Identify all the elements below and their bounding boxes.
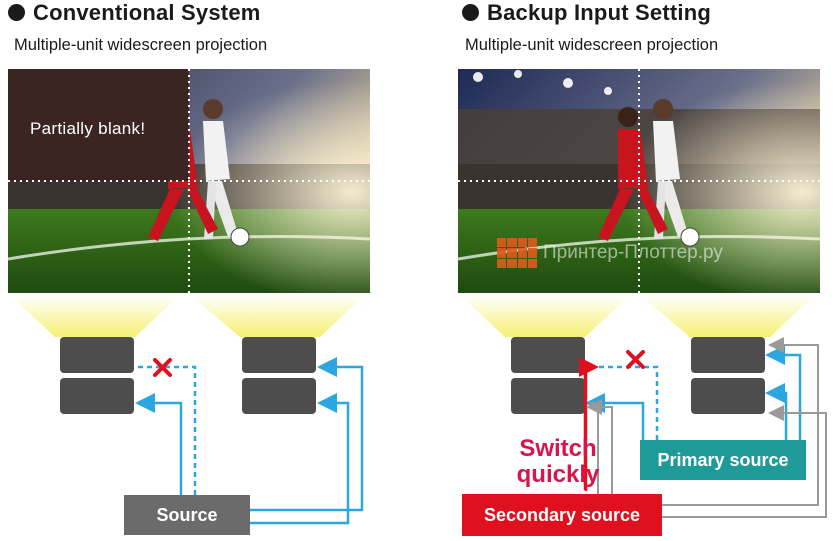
bullet-icon: [462, 4, 479, 21]
watermark: Принтер-Плоттер.ру: [497, 238, 723, 268]
partially-blank-label: Partially blank!: [30, 119, 146, 138]
right-projection-image: [458, 69, 820, 293]
bullet-icon: [8, 4, 25, 21]
switch-quickly-label: Switch quickly: [516, 435, 600, 488]
blank-area: [8, 69, 189, 181]
players-illustration: [598, 99, 700, 247]
source-box: Source: [124, 495, 250, 535]
primary-source-box: Primary source: [640, 440, 806, 480]
right-subtitle: Multiple-unit widescreen projection: [465, 36, 719, 54]
projector-stack-right-1: [511, 337, 585, 414]
connection-diagram: [10, 295, 827, 525]
projector-stack-left-1: [60, 337, 134, 414]
secondary-source-box: Secondary source: [462, 494, 662, 536]
fail-x-icon-left: [153, 358, 172, 377]
projector-stack-left-2: [242, 337, 316, 414]
left-title: Conventional System: [8, 0, 261, 26]
fail-x-icon-right: [626, 350, 645, 369]
left-subtitle: Multiple-unit widescreen projection: [14, 36, 268, 54]
left-projection-image: Partially blank!: [8, 69, 370, 293]
right-title: Backup Input Setting: [462, 0, 711, 26]
projector-stack-right-2: [691, 337, 765, 414]
watermark-logo-icon: [497, 238, 537, 268]
